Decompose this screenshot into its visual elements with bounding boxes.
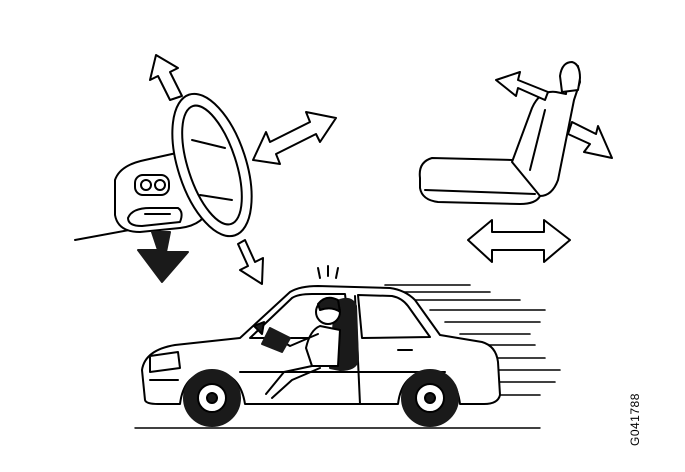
seat-slide-arrow-icon [467, 219, 571, 263]
adjust-lever-icon [127, 207, 183, 227]
steering-wheel-inner [181, 104, 243, 226]
seat-recline-arrow-icon-2 [567, 121, 613, 159]
seat-recline-arrow-icon [495, 71, 549, 101]
switch-knob-dot [140, 179, 152, 191]
seat-headrest [559, 61, 581, 93]
lever-down-arrow-icon [137, 231, 189, 283]
up-arrow-icon [149, 54, 183, 101]
car-headlight [149, 351, 181, 373]
figure-code: G041788 [628, 393, 642, 446]
down-arrow-icon [237, 239, 264, 285]
car-window-rear [357, 294, 431, 339]
car-group [134, 265, 561, 429]
switch-knob [134, 174, 170, 196]
seat-group [418, 61, 613, 263]
switch-knob-dot [154, 179, 166, 191]
driver-icon [261, 265, 359, 399]
steering-group [74, 54, 337, 285]
car-window-front [249, 293, 351, 339]
double-arrow-icon [252, 111, 337, 165]
